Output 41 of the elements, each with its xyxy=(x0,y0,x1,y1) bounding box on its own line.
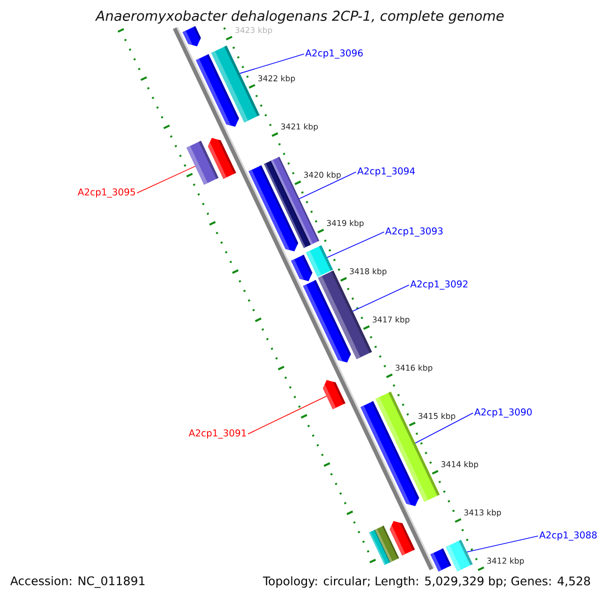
gene-label: A2cp1_3093 xyxy=(385,227,443,237)
gene-label: A2cp1_3091 xyxy=(188,429,246,439)
footer-text: Topology: circular; Length: 5,029,329 bp; Genes: 4,528 xyxy=(262,576,590,588)
leader-line xyxy=(239,54,304,74)
gene-label: A2cp1_3092 xyxy=(410,280,468,290)
gene-block xyxy=(390,520,415,556)
tick-label: 3413 kbp xyxy=(464,509,501,518)
tick-label: 3415 kbp xyxy=(418,412,456,421)
gene-block xyxy=(322,380,346,410)
footer-text: Accession: NC_011891 xyxy=(10,576,144,588)
tick-label: 3418 kbp xyxy=(350,268,387,276)
title: Anaeromyxobacter dehalogenans 2CP-1, complete genome xyxy=(95,10,504,24)
leader-line xyxy=(352,284,410,312)
tick-label: 3416 kbp xyxy=(396,364,432,372)
leader-line xyxy=(298,172,356,200)
leader-line xyxy=(248,396,327,434)
tick-label: 3414 kbp xyxy=(441,461,478,469)
gene-bar xyxy=(306,245,333,277)
leader-line xyxy=(466,536,538,552)
gene-bar xyxy=(446,540,473,572)
gene-bar xyxy=(211,46,260,122)
tick-label: 3423 kbp xyxy=(235,26,272,35)
gene-label: A2cp1_3088 xyxy=(539,531,597,541)
gene-block xyxy=(291,254,312,282)
leader-line xyxy=(326,232,384,258)
tick-label: 3412 kbp xyxy=(487,558,524,566)
leader-line xyxy=(136,166,196,194)
gene-label: A2cp1_3094 xyxy=(357,167,415,177)
tick-label: 3419 kbp xyxy=(327,220,364,228)
tick-label: 3421 kbp xyxy=(281,123,318,132)
tick-label: 3417 kbp xyxy=(372,316,410,324)
gene-label: A2cp1_3095 xyxy=(78,188,135,198)
tick-label: 3420 kbp xyxy=(304,172,341,180)
gene-bar xyxy=(375,392,440,502)
gene-block xyxy=(182,26,201,46)
leader-line xyxy=(414,412,474,444)
gene-bar xyxy=(430,548,452,572)
gene-label: A2cp1_3090 xyxy=(474,408,532,418)
tick-label: 3422 kbp xyxy=(258,75,295,83)
gene-label: A2cp1_3096 xyxy=(305,49,363,59)
gene-block xyxy=(208,138,236,179)
